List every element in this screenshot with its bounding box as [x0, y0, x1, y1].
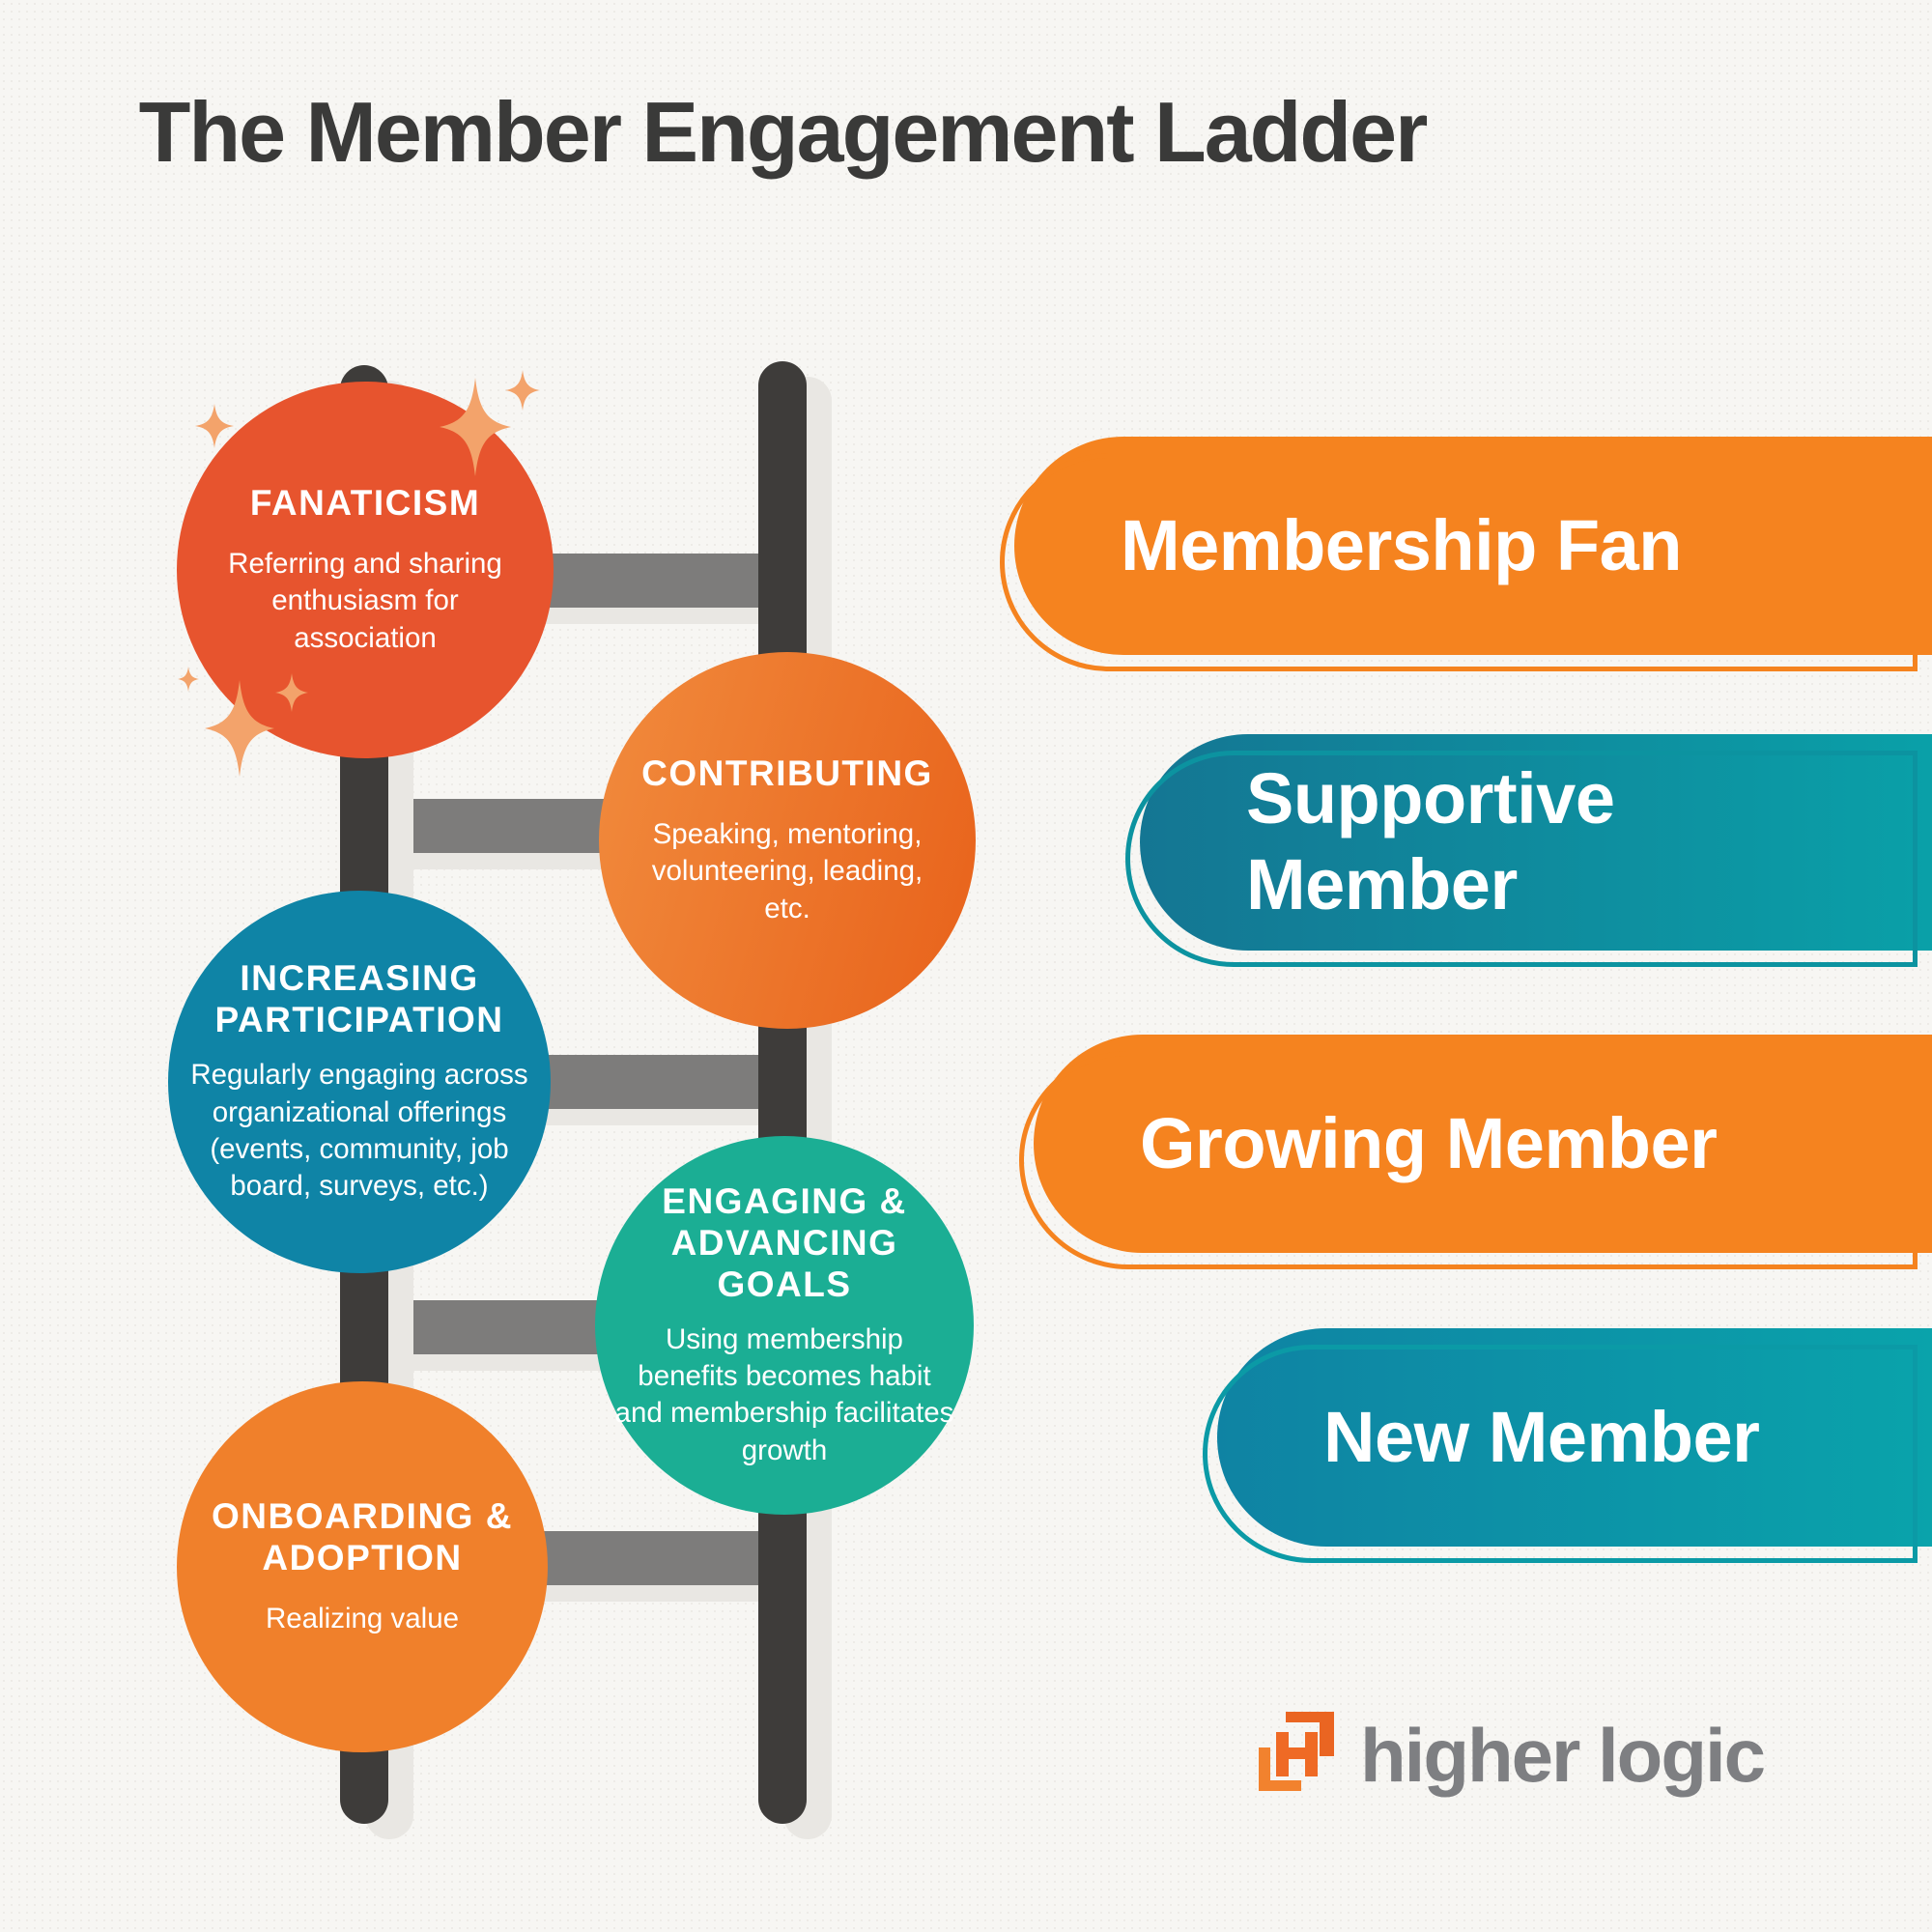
stage-heading: FANATICISM — [249, 483, 481, 524]
stage-heading: ONBOARDING & ADOPTION — [212, 1495, 513, 1577]
logo-h-crossbar — [1276, 1747, 1318, 1759]
sparkle-icon — [275, 673, 308, 712]
page-title: The Member Engagement Ladder — [138, 84, 1429, 180]
level-pill-growing-member: Growing Member — [1034, 1035, 1932, 1253]
ladder-rail-right — [758, 361, 807, 1824]
logo-bracket-top-right — [1286, 1712, 1334, 1756]
stage-heading: ENGAGING & ADVANCING GOALS — [662, 1180, 907, 1304]
level-pill-supportive-member: Supportive Member — [1140, 734, 1932, 951]
higher-logic-h-icon — [1259, 1712, 1334, 1791]
level-pill-label: Supportive Member — [1246, 758, 1615, 924]
stage-description: Using membership benefits becomes habit … — [614, 1322, 954, 1466]
stage-circle-contributing: CONTRIBUTING Speaking, mentoring, volunt… — [599, 652, 976, 1029]
stage-circle-onboarding-adoption: ONBOARDING & ADOPTION Realizing value — [177, 1381, 548, 1752]
level-pill-label: New Member — [1323, 1396, 1760, 1477]
stage-description: Realizing value — [265, 1602, 460, 1634]
stage-description: Referring and sharing enthusiasm for ass… — [228, 547, 502, 654]
stage-circle-increasing-participation: INCREASING PARTICIPATION Regularly engag… — [168, 891, 551, 1273]
logo-bracket-bottom-left — [1259, 1747, 1301, 1791]
sparkle-icon — [205, 680, 274, 777]
logo-wordmark: higher logic — [1360, 1713, 1766, 1799]
level-pill-membership-fan: Membership Fan — [1014, 437, 1932, 655]
stage-description: Regularly engaging across organizational… — [190, 1059, 528, 1203]
sparkle-icon — [505, 370, 540, 411]
level-pill-label: Membership Fan — [1121, 504, 1683, 585]
sparkle-icon — [195, 404, 234, 448]
sparkle-icon — [178, 667, 199, 692]
higher-logic-logo: higher logic — [1259, 1712, 1766, 1799]
stage-heading: INCREASING PARTICIPATION — [214, 958, 504, 1040]
stage-description: Speaking, mentoring, volunteering, leadi… — [651, 817, 923, 924]
stage-heading: CONTRIBUTING — [641, 753, 933, 794]
stage-circle-engaging-advancing-goals: ENGAGING & ADVANCING GOALS Using members… — [595, 1136, 974, 1515]
level-pill-new-member: New Member — [1217, 1328, 1932, 1547]
sparkle-icon — [440, 378, 511, 476]
level-pill-label: Growing Member — [1140, 1102, 1718, 1183]
